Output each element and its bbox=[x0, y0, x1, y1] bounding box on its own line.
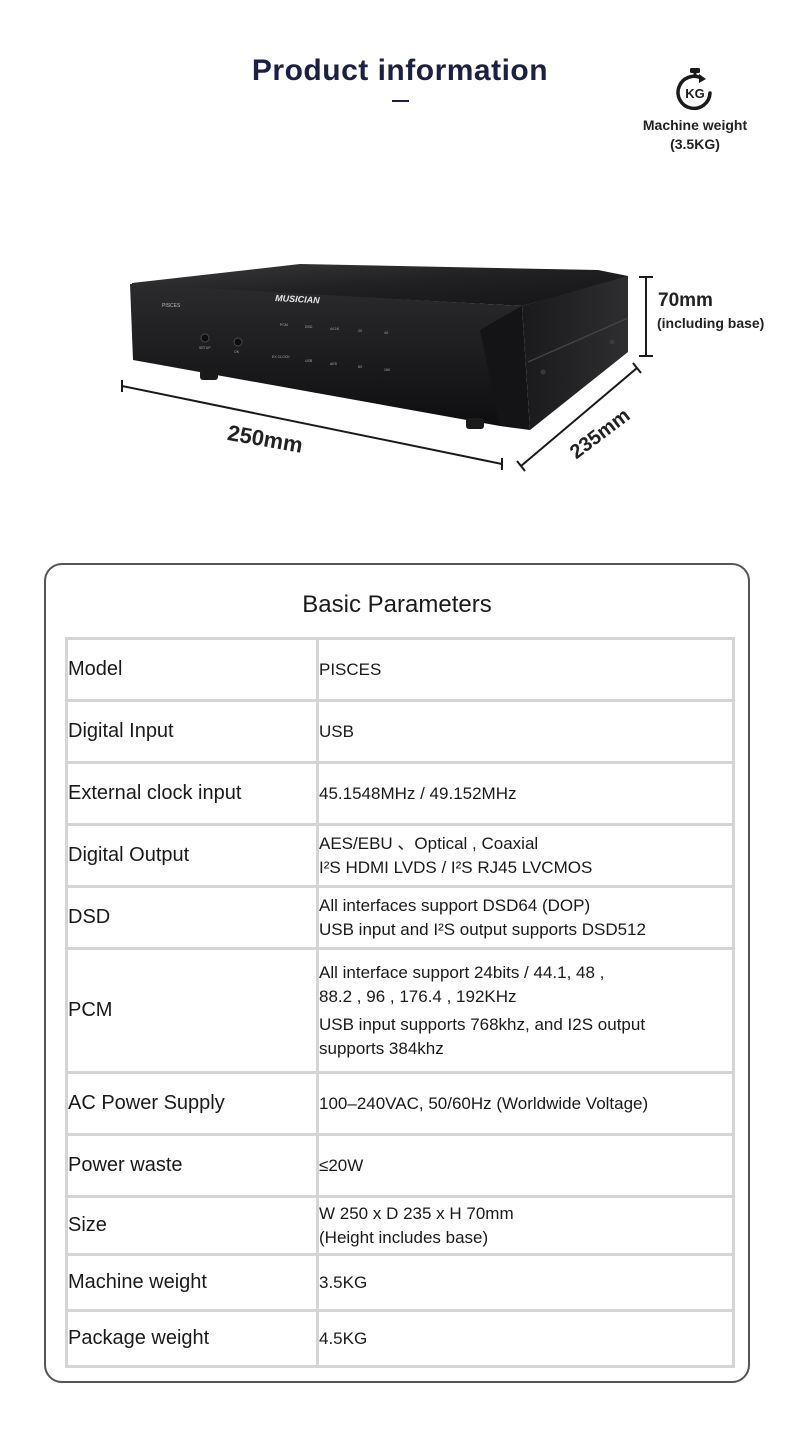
param-value-line: ≤20W bbox=[319, 1155, 364, 1175]
weight-badge-label: Machine weight bbox=[642, 117, 748, 133]
foot-left bbox=[200, 370, 218, 380]
dimension-lines bbox=[121, 276, 653, 472]
param-value-line: USB input supports 768khz, and I2S outpu… bbox=[319, 1014, 646, 1034]
card-title: Basic Parameters bbox=[302, 591, 492, 618]
front-panel bbox=[130, 284, 522, 426]
panel-label: PCM bbox=[280, 323, 288, 327]
param-value: ≤20W bbox=[316, 1133, 735, 1198]
front-bevel bbox=[480, 306, 530, 430]
panel-label: 4X bbox=[384, 331, 389, 335]
param-key: AC Power Supply bbox=[65, 1071, 319, 1136]
param-key: Size bbox=[65, 1195, 319, 1256]
table-row: Power waste≤20W bbox=[65, 1133, 735, 1198]
param-value-line: 100–240VAC, 50/60Hz (Worldwide Voltage) bbox=[319, 1093, 649, 1113]
panel-label: 16X bbox=[384, 368, 391, 372]
param-value: 100–240VAC, 50/60Hz (Worldwide Voltage) bbox=[316, 1071, 735, 1136]
param-key: Power waste bbox=[65, 1133, 319, 1198]
panel-label: AES bbox=[330, 362, 338, 366]
panel-label: SETUP bbox=[199, 346, 211, 350]
panel-label: DSD bbox=[305, 325, 313, 329]
param-key: Machine weight bbox=[65, 1253, 319, 1312]
chassis-top bbox=[132, 264, 628, 306]
panel-label: EX.CLOCK bbox=[272, 355, 290, 359]
param-value-line: 88.2 , 96 , 176.4 , 192KHz bbox=[319, 986, 517, 1006]
panel-label: OK bbox=[234, 350, 240, 354]
title-underline bbox=[392, 100, 409, 102]
param-key: External clock input bbox=[65, 761, 319, 826]
param-key: Digital Input bbox=[65, 699, 319, 764]
param-value-line: 45.1548MHz / 49.152MHz bbox=[319, 783, 517, 803]
panel-label: USB bbox=[305, 359, 313, 363]
param-key: Digital Output bbox=[65, 823, 319, 888]
param-key: Model bbox=[65, 637, 319, 702]
param-value: W 250 x D 235 x H 70mm (Height includes b… bbox=[316, 1195, 735, 1256]
param-key: PCM bbox=[65, 947, 319, 1074]
panel-label: 8X bbox=[358, 365, 363, 369]
model-badge: PISCES bbox=[162, 303, 181, 309]
param-key: Package weight bbox=[65, 1309, 319, 1368]
param-value-line: 4.5KG bbox=[319, 1328, 368, 1348]
param-value-line: PISCES bbox=[319, 659, 382, 679]
panel-label: 2X bbox=[358, 329, 363, 333]
param-value-line: USB input and I²S output supports DSD512 bbox=[319, 919, 646, 939]
page-title: Product information bbox=[251, 54, 549, 87]
height-dimension: 70mm bbox=[658, 290, 713, 311]
param-value-line: 3.5KG bbox=[319, 1272, 368, 1292]
foot-right bbox=[466, 418, 484, 429]
param-value: All interfaces support DSD64 (DOP) USB in… bbox=[316, 885, 735, 950]
machine-weight-badge: KG Machine weight (3.5KG) bbox=[620, 66, 770, 154]
param-value: All interface support 24bits / 44.1, 48 … bbox=[316, 947, 735, 1074]
param-key: DSD bbox=[65, 885, 319, 950]
panel-label: 44.1K bbox=[330, 327, 340, 331]
param-value-line: I²S HDMI LVDS / I²S RJ45 LVCMOS bbox=[319, 857, 593, 877]
product-illustration: MUSICIAN PISCES SETUP OK PCM DSD 44.1K 2… bbox=[121, 264, 653, 472]
param-value-line: AES/EBU 、Optical , Coaxial bbox=[319, 833, 539, 853]
param-value-line: (Height includes base) bbox=[319, 1227, 489, 1247]
param-value: 45.1548MHz / 49.152MHz bbox=[316, 761, 735, 826]
param-value: 4.5KG bbox=[316, 1309, 735, 1368]
param-value: USB bbox=[316, 699, 735, 764]
weight-badge-value: (3.5KG) bbox=[670, 136, 720, 152]
param-value: 3.5KG bbox=[316, 1253, 735, 1312]
weight-stopwatch-icon: KG bbox=[676, 68, 712, 111]
param-value: PISCES bbox=[316, 637, 735, 702]
height-dimension-note: (including base) bbox=[657, 315, 765, 331]
param-value-line: All interfaces support DSD64 (DOP) bbox=[319, 895, 591, 915]
param-value-line: supports 384khz bbox=[319, 1038, 444, 1058]
param-value-line: All interface support 24bits / 44.1, 48 … bbox=[319, 962, 605, 982]
setup-knob bbox=[200, 333, 210, 343]
brand-logo: MUSICIAN bbox=[275, 293, 320, 305]
chassis-side bbox=[522, 276, 628, 430]
weight-icon-text: KG bbox=[685, 86, 705, 101]
param-value-line: W 250 x D 235 x H 70mm bbox=[319, 1203, 514, 1223]
ok-knob bbox=[233, 337, 243, 347]
param-value-line: USB bbox=[319, 721, 354, 741]
